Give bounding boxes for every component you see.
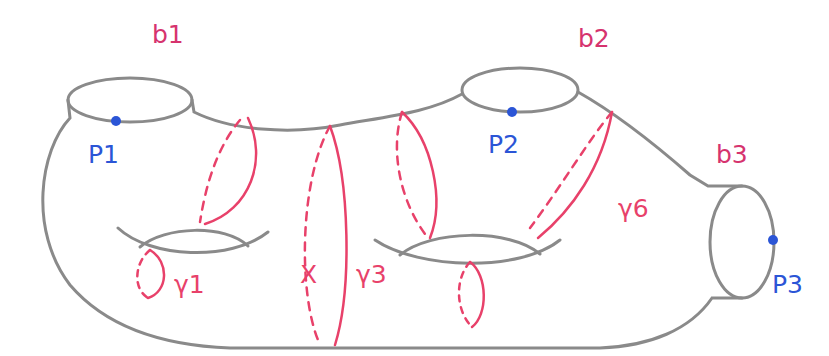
- surface-edge: [578, 92, 742, 186]
- curve-dashed: [200, 120, 240, 222]
- curve-label: P2: [488, 132, 519, 157]
- boundary-circle: [462, 68, 578, 112]
- curve-label: P1: [88, 142, 119, 167]
- curve-solid: [470, 262, 484, 327]
- curve-dashed: [397, 112, 425, 234]
- curve-label: γ6: [618, 196, 649, 221]
- curves: [137, 112, 612, 345]
- curve-dashed: [530, 112, 612, 228]
- curve-solid: [538, 112, 612, 238]
- curve-dashed: [459, 262, 472, 327]
- handle-curve: [400, 235, 540, 255]
- curve-solid: [330, 126, 346, 345]
- curve-label: γ1: [174, 272, 205, 297]
- marked-point: [768, 235, 778, 245]
- surface-edge: [43, 100, 742, 348]
- curve-label: P3: [772, 272, 803, 297]
- surface-edge: [192, 94, 462, 130]
- marked-point: [507, 107, 517, 117]
- marked-points: [111, 107, 778, 245]
- curve-label: b3: [716, 142, 748, 167]
- boundary-circle: [710, 186, 774, 298]
- curve-solid: [148, 250, 164, 298]
- curve-solid: [402, 112, 436, 238]
- curve-label: γ3: [356, 262, 387, 287]
- curve-dashed: [305, 126, 330, 340]
- boundary-circle: [68, 78, 192, 122]
- surface-outline: [43, 68, 774, 348]
- curve-label: b1: [152, 22, 184, 47]
- curve-label: b2: [578, 26, 610, 51]
- curve-label: X: [300, 262, 317, 287]
- curve-dashed: [137, 250, 150, 298]
- handle-curve: [118, 228, 268, 253]
- handle-curve: [140, 230, 248, 247]
- marked-point: [111, 116, 121, 126]
